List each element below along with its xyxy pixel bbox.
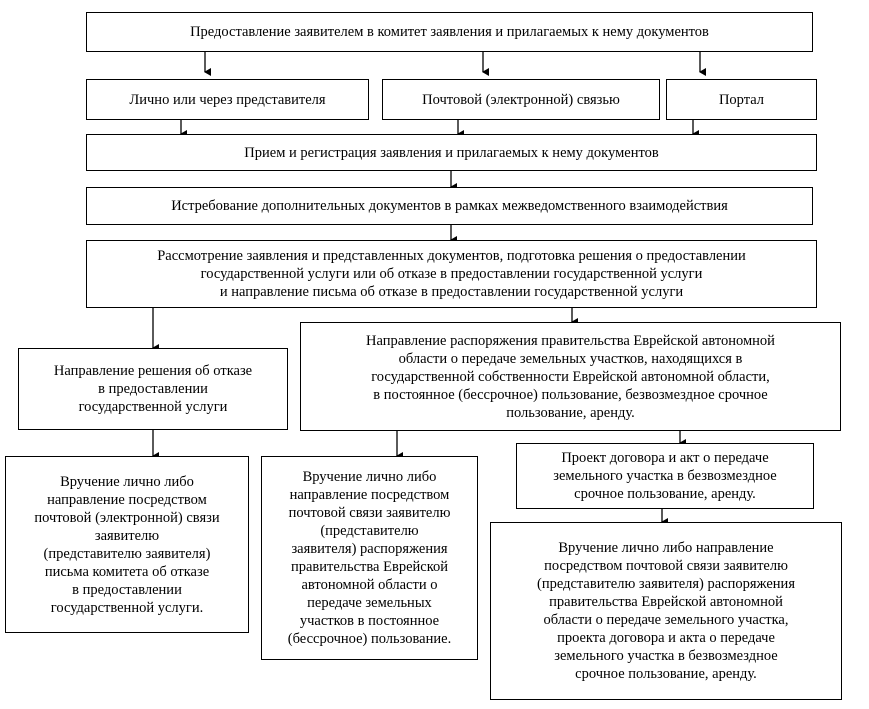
node-refusal-decision-label: Направление решения об отказе в предоста…	[53, 363, 253, 415]
node-contract-draft: Проект договора и акт о передаче земельн…	[516, 443, 814, 509]
node-review-label: Рассмотрение заявления и представленных …	[157, 248, 746, 300]
node-government-order-label: Направление распоряжения правительства Е…	[366, 332, 775, 421]
node-deliver-order-label: Вручение лично либо направление посредст…	[287, 469, 452, 647]
node-portal: Портал	[666, 79, 817, 120]
node-refusal-decision: Направление решения об отказе в предоста…	[18, 348, 288, 430]
node-contract-draft-label: Проект договора и акт о передаче земельн…	[553, 450, 777, 502]
node-submission: Предоставление заявителем в комитет заяв…	[86, 12, 813, 52]
node-deliver-contract-label: Вручение лично либо направление посредст…	[537, 540, 795, 682]
node-interagency: Истребование дополнительных документов в…	[86, 187, 813, 225]
node-review: Рассмотрение заявления и представленных …	[86, 240, 817, 308]
node-by-mail: Почтовой (электронной) связью	[382, 79, 660, 120]
node-portal-label: Портал	[718, 91, 765, 108]
node-deliver-refusal: Вручение лично либо направление посредст…	[5, 456, 249, 633]
node-by-mail-label: Почтовой (электронной) связью	[422, 91, 620, 108]
node-reception-label: Прием и регистрация заявления и прилагае…	[244, 144, 659, 161]
node-government-order: Направление распоряжения правительства Е…	[300, 322, 841, 431]
node-deliver-refusal-label: Вручение лично либо направление посредст…	[34, 473, 220, 616]
node-submission-label: Предоставление заявителем в комитет заяв…	[190, 24, 709, 40]
node-interagency-label: Истребование дополнительных документов в…	[171, 198, 728, 214]
node-in-person-label: Лично или через представителя	[129, 91, 326, 108]
node-in-person: Лично или через представителя	[86, 79, 369, 120]
node-deliver-order: Вручение лично либо направление посредст…	[261, 456, 478, 660]
node-deliver-contract: Вручение лично либо направление посредст…	[490, 522, 842, 700]
node-reception: Прием и регистрация заявления и прилагае…	[86, 134, 817, 171]
